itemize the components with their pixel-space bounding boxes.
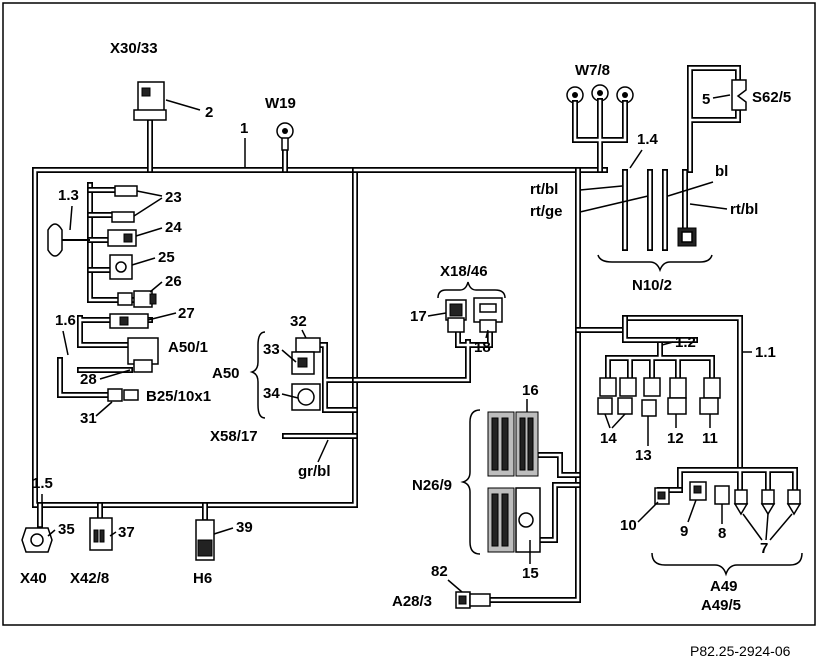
ground-points-w7-8 [566, 84, 634, 173]
label-n26-9: N26/9 [412, 477, 452, 494]
label-rt-bl-right: rt/bl [730, 201, 758, 218]
label-s62-5: S62/5 [752, 89, 791, 106]
label-x42-8: X42/8 [70, 570, 109, 587]
branch-a49 [654, 467, 802, 516]
label-5: 5 [702, 91, 710, 108]
label-14: 14 [600, 430, 617, 447]
main-harness [32, 119, 743, 603]
module-a50-1 [127, 337, 159, 373]
label-gr-bl: gr/bl [298, 463, 331, 480]
label-23: 23 [165, 189, 182, 206]
label-n10-2: N10/2 [632, 277, 672, 294]
ground-point-w19 [276, 122, 294, 151]
label-1: 1 [240, 120, 248, 137]
label-b25-10x1: B25/10x1 [146, 388, 211, 405]
switch-s62-5 [687, 65, 747, 173]
label-15: 15 [522, 565, 539, 582]
label-10: 10 [620, 517, 637, 534]
sensor-b25-10x1 [107, 388, 139, 402]
label-7: 7 [760, 540, 768, 557]
label-1-3: 1.3 [58, 187, 79, 204]
label-82: 82 [431, 563, 448, 580]
connectors-n10-2 [622, 169, 697, 251]
label-x18-46: X18/46 [440, 263, 488, 280]
label-11: 11 [702, 430, 718, 447]
label-x58-17: X58/17 [210, 428, 258, 445]
label-32: 32 [290, 313, 307, 330]
label-28: 28 [80, 371, 97, 388]
label-1-6: 1.6 [55, 312, 76, 329]
label-rt-bl-left: rt/bl [530, 181, 558, 198]
connectors-23 [111, 185, 138, 223]
label-a50: A50 [212, 365, 240, 382]
label-a49: A49 [710, 578, 738, 595]
connector-x30-33 [133, 81, 201, 121]
label-26: 26 [165, 273, 182, 290]
label-a49-5: A49/5 [701, 597, 741, 614]
label-39: 39 [236, 519, 253, 536]
sensor-25 [109, 254, 133, 280]
label-17: 17 [410, 308, 427, 325]
label-1-2: 1.2 [675, 334, 696, 351]
label-a28-3: A28/3 [392, 593, 432, 610]
diagram-frame [2, 2, 816, 626]
label-w19: W19 [265, 95, 296, 112]
label-1-1: 1.1 [755, 344, 776, 361]
label-24: 24 [165, 219, 182, 236]
label-12: 12 [667, 430, 684, 447]
label-9: 9 [680, 523, 688, 540]
label-1-4: 1.4 [637, 131, 659, 148]
brace-n10-2 [597, 254, 713, 273]
label-33: 33 [263, 341, 280, 358]
label-27: 27 [178, 305, 195, 322]
label-13: 13 [635, 447, 652, 464]
horn-h6 [195, 519, 215, 561]
label-25: 25 [158, 249, 175, 266]
brace-a49 [651, 552, 803, 577]
connector-a28-3 [455, 591, 491, 609]
label-a50-1: A50/1 [168, 339, 208, 356]
label-h6: H6 [193, 570, 212, 587]
connector-24 [107, 229, 137, 247]
label-w7-8: W7/8 [575, 62, 610, 79]
label-bl: bl [715, 163, 728, 180]
unit-a50 [249, 331, 358, 419]
connector-26 [117, 290, 157, 308]
label-34: 34 [263, 385, 280, 402]
connectors-x18-46 [352, 281, 506, 383]
label-16: 16 [522, 382, 539, 399]
label-37: 37 [118, 524, 135, 541]
label-x30-33: X30/33 [110, 40, 158, 57]
label-x40: X40 [20, 570, 47, 587]
connector-x42-8 [89, 517, 113, 551]
label-8: 8 [718, 525, 726, 542]
label-31: 31 [80, 410, 97, 427]
control-unit-n26-9 [460, 409, 581, 555]
label-35: 35 [58, 521, 75, 538]
connector-x40 [21, 527, 53, 553]
label-18: 18 [474, 339, 491, 356]
figure-reference: P82.25-2924-06 [690, 643, 791, 659]
connector-27 [109, 313, 149, 329]
label-2: 2 [205, 104, 213, 121]
branch-1-2 [597, 315, 721, 417]
label-1-5: 1.5 [32, 475, 53, 492]
label-rt-ge: rt/ge [530, 203, 563, 220]
